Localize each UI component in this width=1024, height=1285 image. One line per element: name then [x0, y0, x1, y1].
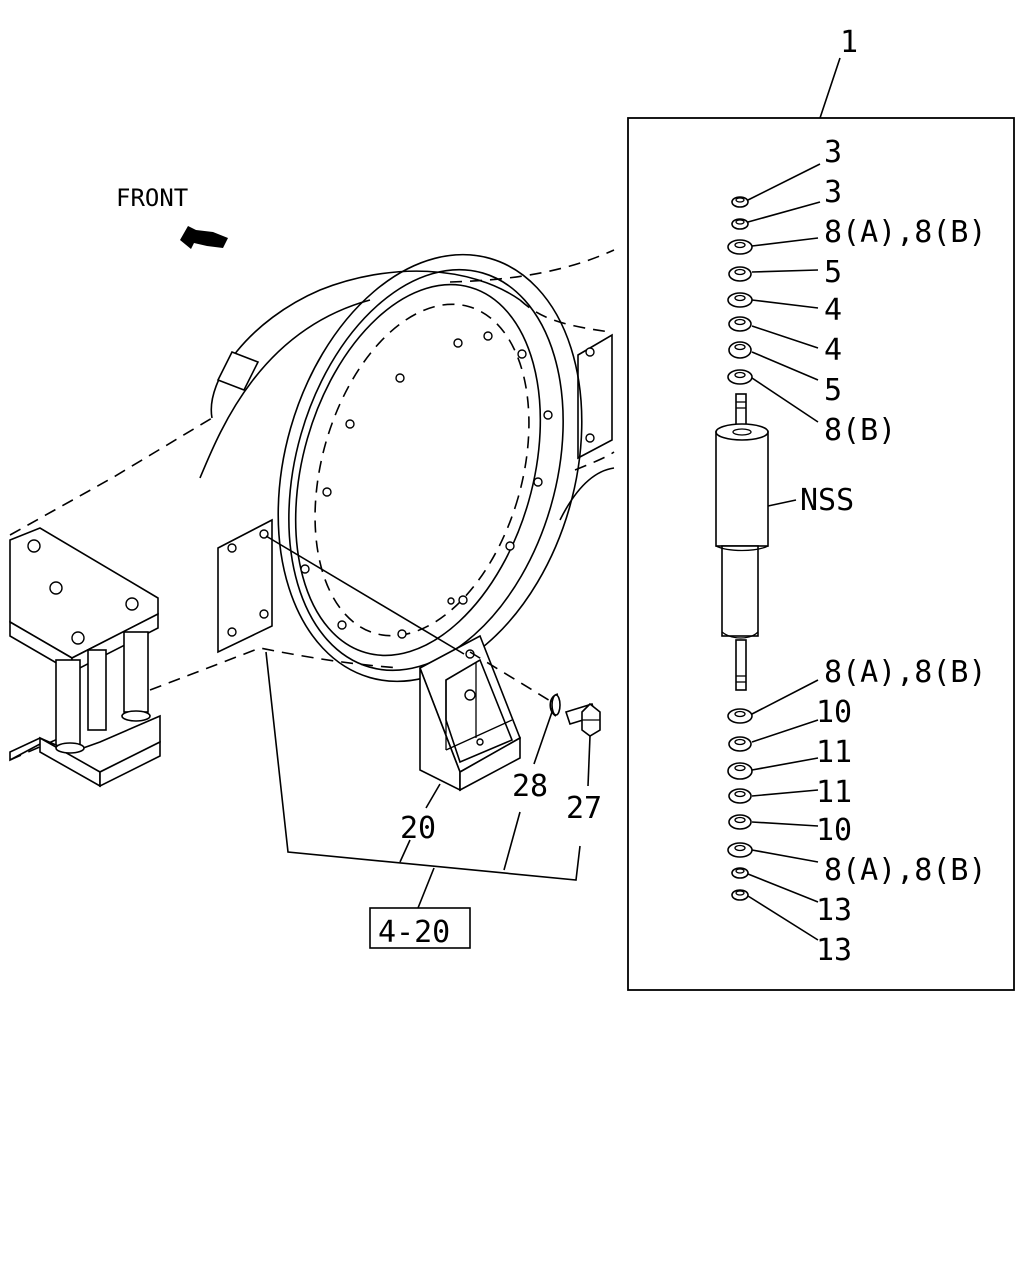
label-washer-28: 28 — [512, 769, 548, 804]
label-lower-5: 10 — [816, 813, 852, 848]
reference-box: 4-20 — [369, 907, 471, 950]
label-stack-8: 8(B) — [824, 413, 896, 448]
label-stack-1: 3 — [824, 135, 842, 170]
label-bolt-27: 27 — [566, 791, 602, 826]
shock-bracket — [418, 634, 521, 792]
washer-28 — [549, 693, 561, 717]
axle-end-seat — [9, 527, 161, 788]
label-lower-6: 8(A),8(B) — [824, 853, 987, 888]
label-lower-2: 10 — [816, 695, 852, 730]
reference-box-label: 4-20 — [378, 915, 450, 950]
label-stack-7: 5 — [824, 373, 842, 408]
label-lower-3: 11 — [816, 735, 852, 770]
label-lower-4: 11 — [816, 775, 852, 810]
shock-absorber-panel: 1 3 3 8(A),8(B) 5 4 4 5 8(B) — [627, 25, 1015, 991]
label-stack-6: 4 — [824, 333, 842, 368]
label-nss: NSS — [800, 483, 854, 518]
front-indicator: FRONT — [116, 184, 228, 249]
front-arrow-icon — [180, 226, 228, 249]
label-bracket-20: 20 — [400, 811, 436, 846]
label-lower-8: 13 — [816, 933, 852, 968]
label-stack-3: 8(A),8(B) — [824, 215, 987, 250]
axle-housing — [9, 249, 615, 761]
shock-absorber — [715, 393, 769, 691]
label-lower-1: 8(A),8(B) — [824, 655, 987, 690]
label-assembly-1: 1 — [840, 25, 858, 60]
bolt-27 — [564, 702, 601, 737]
upper-hardware-stack — [727, 196, 753, 385]
label-stack-2: 3 — [824, 175, 842, 210]
front-label: FRONT — [116, 184, 188, 212]
lower-hardware-stack — [727, 708, 753, 901]
label-stack-4: 5 — [824, 255, 842, 290]
label-lower-7: 13 — [816, 893, 852, 928]
label-stack-5: 4 — [824, 293, 842, 328]
